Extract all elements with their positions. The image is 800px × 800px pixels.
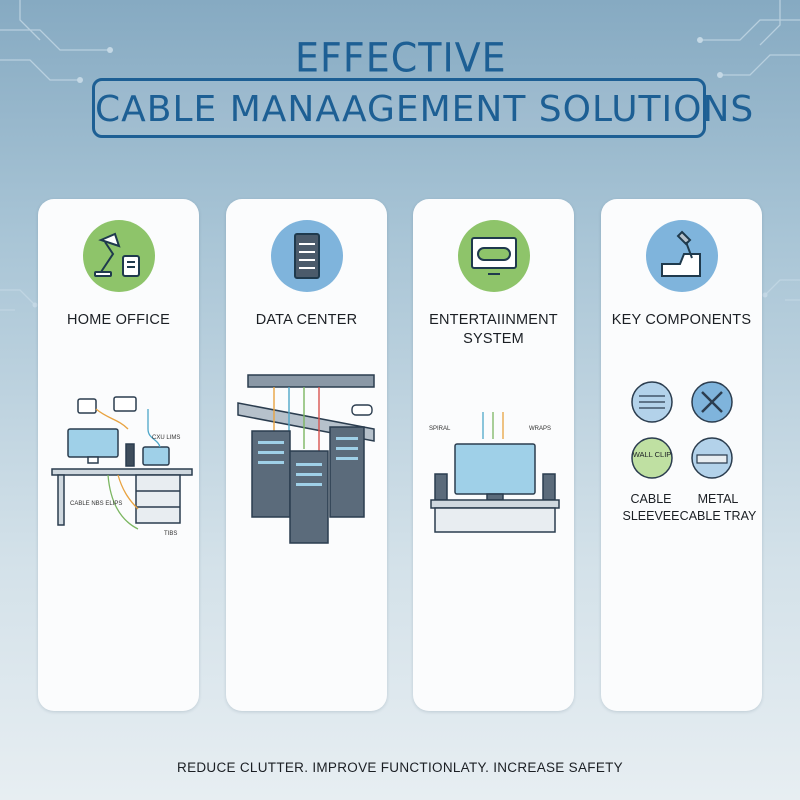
cable-tray-icon [691, 437, 733, 479]
tools-icon [691, 381, 733, 423]
label-wraps: WRAPS [529, 426, 551, 432]
label-bottom: TIBS [164, 531, 177, 537]
card-title-line-1: ENTERTAIINMENT [429, 312, 558, 328]
wall-clip-icon [631, 437, 673, 479]
metal-cable-tray-label-1: METAL [697, 492, 739, 506]
title-banner: CABLE MANAAGEMENT SOLUTIONS [92, 78, 755, 138]
cable-sleeve-label-1: CABLE [630, 492, 672, 506]
label-left: CABLE NBS ELIPS [70, 501, 122, 507]
card-title: DATA CENTER [255, 312, 358, 328]
title-line-1: EFFECTIVE [295, 34, 507, 82]
desk-lamp-icon [83, 220, 155, 292]
server-rack-icon [271, 220, 343, 292]
entertainment-illustration: SPIRAL WRAPS [429, 412, 560, 533]
label-spiral: SPIRAL [429, 426, 451, 432]
card-data-center[interactable]: DATA CENTER [226, 199, 387, 711]
wall-clip-label: WALL CLIP [632, 450, 672, 459]
card-home-office[interactable]: HOME OFFICE CXU LIMS CABLE NBS ELIPS TIB… [38, 199, 199, 711]
card-title: HOME OFFICE [67, 312, 170, 328]
cable-sleeve-icon [631, 381, 673, 423]
hand-wrench-icon [646, 220, 718, 292]
home-office-illustration: CXU LIMS CABLE NBS ELIPS TIBS [51, 396, 193, 537]
card-title: KEY COMPONENTS [611, 312, 752, 328]
footer-tagline: REDUCE CLUTTER. IMPROVE FUNCTIONLATY. IN… [177, 760, 623, 775]
tv-gamepad-icon [458, 220, 530, 292]
data-center-illustration [237, 374, 375, 544]
cable-sleeve-label-2: SLEEVEE [622, 509, 680, 523]
card-entertainment[interactable]: ENTERTAIINMENT SYSTEM SPIRAL WRAPS [413, 199, 574, 711]
page-title: CABLE MANAAGEMENT SOLUTIONS [95, 89, 755, 130]
metal-cable-tray-label-2: CABLE TRAY [679, 509, 757, 523]
card-key-components[interactable]: KEY COMPONENTS WALL CLIP CABLE SLEEVEE M… [601, 199, 762, 711]
card-title-line-2: SYSTEM [463, 331, 524, 347]
label-top: CXU LIMS [152, 435, 180, 441]
